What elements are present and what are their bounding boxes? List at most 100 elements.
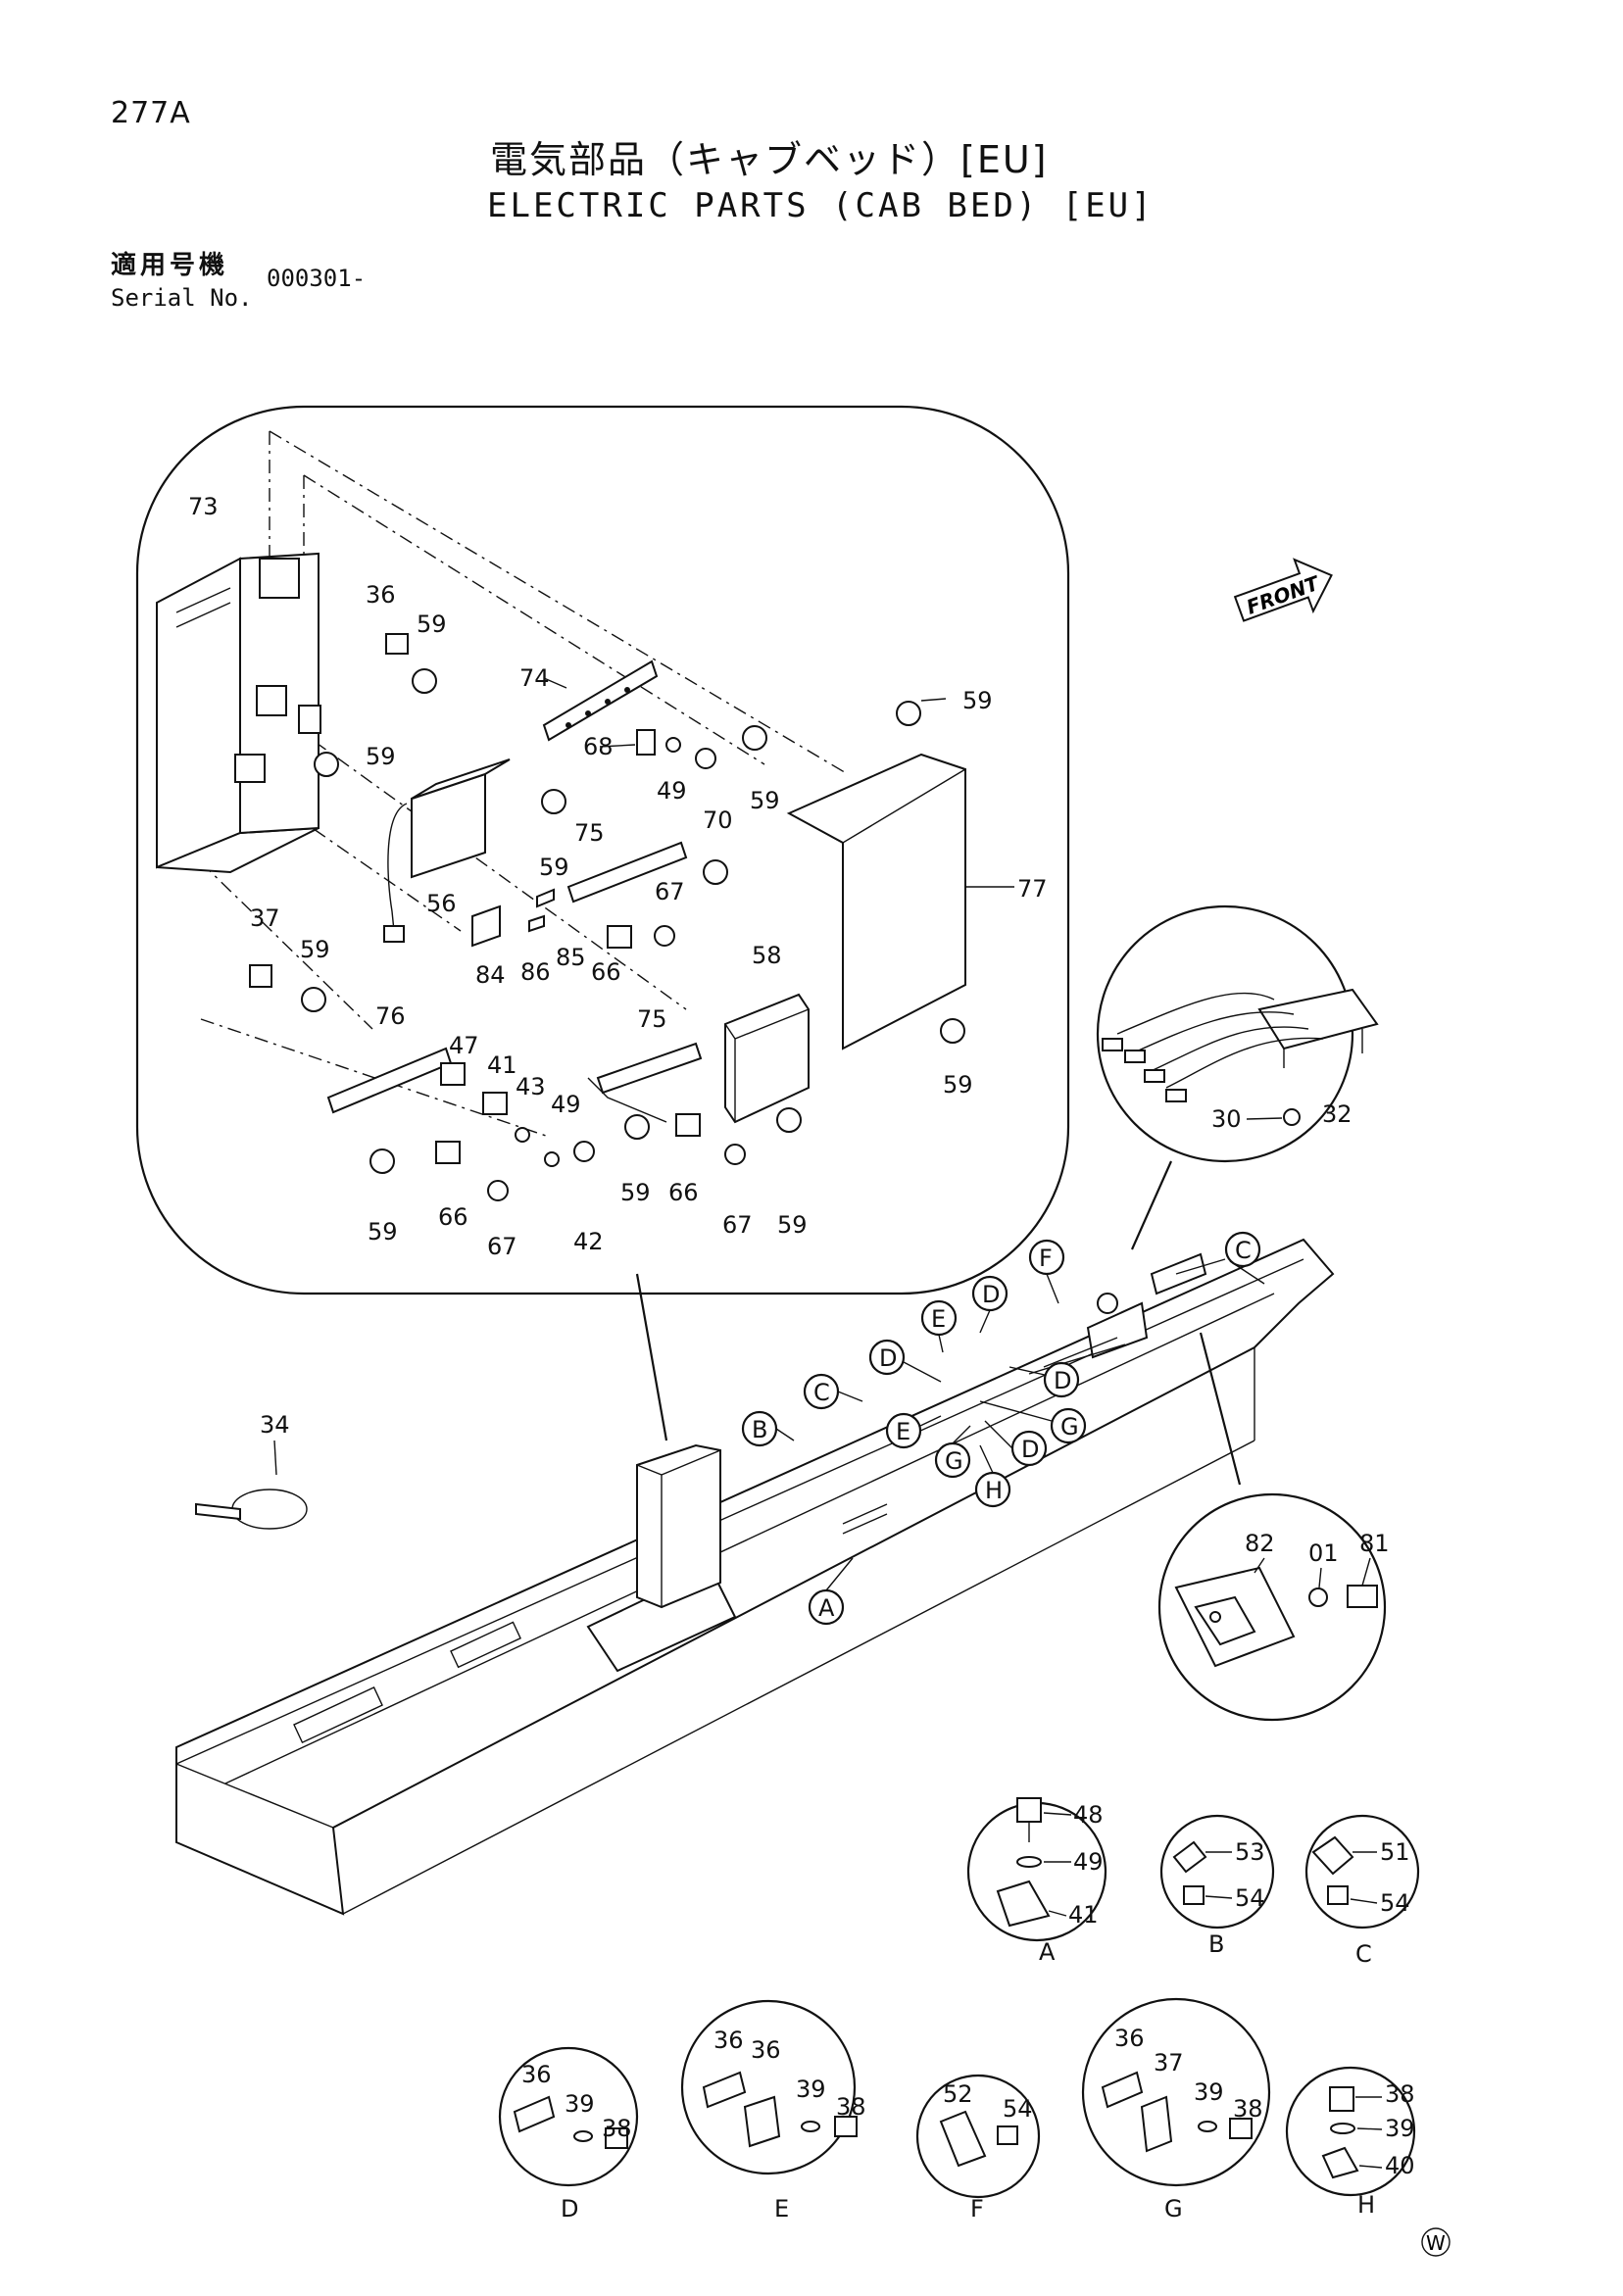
callout-F: F	[1028, 1239, 1065, 1276]
label-38: 38	[1385, 2080, 1415, 2108]
label-37: 37	[1154, 2049, 1184, 2076]
svg-text:E: E	[931, 1305, 946, 1333]
switch-detail-circle	[1157, 1492, 1387, 1722]
serial-label-english: Serial No.	[111, 284, 253, 312]
label-38: 38	[1233, 2095, 1263, 2123]
terminal-plate-74	[542, 659, 659, 742]
harness-detail-circle	[1096, 904, 1354, 1163]
label-67: 67	[722, 1211, 753, 1239]
label-41: 41	[487, 1051, 517, 1079]
callout-G: G	[934, 1441, 971, 1479]
bar-75-upper	[566, 841, 688, 904]
corner-mark: W	[1421, 2227, 1451, 2257]
switch-detail-group: 82 01 81	[1157, 1492, 1390, 1722]
svg-text:G: G	[945, 1447, 963, 1475]
label-75: 75	[574, 819, 605, 847]
label-54: 54	[1380, 1889, 1410, 1917]
title-japanese: 電気部品（キャブベッド）[EU]	[490, 138, 1049, 181]
detail-label-A: A	[1039, 1938, 1056, 1966]
bar-75-lower	[596, 1042, 703, 1095]
detail-label-H: H	[1357, 2191, 1375, 2219]
label-82: 82	[1245, 1530, 1275, 1557]
label-36: 36	[1114, 2025, 1145, 2052]
label-56: 56	[426, 890, 457, 917]
svg-text:F: F	[1039, 1245, 1053, 1272]
main-detail-frame	[135, 405, 1070, 1295]
svg-text:D: D	[879, 1344, 897, 1372]
relay-unit-56	[383, 758, 511, 943]
label-36: 36	[366, 581, 396, 609]
main-detail-labels: 73 36 59 59 74 68 49 70 59 59 77 59 75 5…	[188, 493, 1048, 1260]
detail-view-H: 38 39 40 H	[1285, 2066, 1416, 2219]
label-48: 48	[1073, 1801, 1104, 1829]
label-66: 66	[668, 1179, 699, 1206]
label-86: 86	[520, 958, 551, 986]
detail-label-G: G	[1164, 2195, 1183, 2223]
svg-text:A: A	[818, 1594, 835, 1622]
label-84: 84	[475, 961, 506, 989]
label-54: 54	[1003, 2095, 1033, 2123]
serial-label-japanese: 適用号機	[111, 251, 229, 280]
svg-text:E: E	[896, 1418, 910, 1445]
label-47: 47	[449, 1032, 479, 1059]
label-30: 30	[1211, 1105, 1242, 1133]
label-36: 36	[521, 2061, 552, 2088]
label-39: 39	[1194, 2078, 1224, 2106]
label-49: 49	[1073, 1848, 1104, 1876]
cable-tie-34: 34	[195, 1411, 308, 1530]
label-66: 66	[438, 1203, 468, 1231]
label-32: 32	[1322, 1100, 1352, 1128]
label-38: 38	[602, 2115, 632, 2142]
callout-H: H	[974, 1471, 1011, 1508]
hardware-items	[249, 633, 965, 1201]
label-52: 52	[943, 2080, 973, 2108]
detail-label-B: B	[1208, 1930, 1224, 1958]
harness-detail-group: 30 32	[1096, 904, 1379, 1250]
svg-text:W: W	[1426, 2231, 1446, 2255]
label-59: 59	[417, 611, 447, 638]
controller-58	[724, 993, 810, 1124]
detail-view-G: 36 37 39 38 G	[1081, 1997, 1271, 2223]
part-84	[471, 904, 501, 948]
serial-number-value: 000301-	[267, 265, 367, 292]
bar-76	[326, 1047, 453, 1114]
detail-label-C: C	[1355, 1940, 1372, 1968]
page-number: 277A	[111, 96, 191, 130]
label-59: 59	[962, 687, 993, 714]
label-59: 59	[943, 1071, 973, 1099]
label-59: 59	[777, 1211, 808, 1239]
svg-text:G: G	[1060, 1413, 1079, 1441]
svg-text:D: D	[982, 1281, 1000, 1308]
label-43: 43	[516, 1073, 546, 1100]
label-40: 40	[1385, 2152, 1415, 2179]
label-59: 59	[368, 1218, 398, 1246]
label-01: 01	[1308, 1539, 1339, 1567]
bracket-73	[156, 552, 321, 874]
detail-view-E: 36 36 39 38 E	[680, 1999, 866, 2223]
label-59: 59	[750, 787, 780, 814]
callout-D: D	[971, 1275, 1008, 1312]
label-36: 36	[713, 2027, 744, 2054]
detail-view-B: 53 54 B	[1159, 1814, 1275, 1958]
label-73: 73	[188, 493, 219, 520]
svg-text:C: C	[813, 1379, 830, 1406]
label-37: 37	[250, 904, 280, 932]
label-70: 70	[703, 806, 733, 834]
callout-A: A	[808, 1588, 845, 1626]
detail-label-F: F	[970, 2195, 984, 2223]
label-49: 49	[657, 777, 687, 805]
part-86	[528, 914, 545, 933]
svg-text:D: D	[1054, 1367, 1071, 1394]
svg-text:D: D	[1021, 1436, 1039, 1463]
label-67: 67	[655, 878, 685, 905]
callout-G: G	[1050, 1407, 1087, 1444]
callout-D: D	[868, 1339, 906, 1376]
label-41: 41	[1068, 1901, 1099, 1929]
label-67: 67	[487, 1233, 517, 1260]
part-85	[536, 888, 555, 908]
svg-text:H: H	[985, 1477, 1003, 1504]
label-39: 39	[565, 2090, 595, 2118]
callout-E: E	[920, 1299, 958, 1337]
label-59: 59	[620, 1179, 651, 1206]
detail-view-D: 36 39 38 D	[498, 2046, 639, 2223]
